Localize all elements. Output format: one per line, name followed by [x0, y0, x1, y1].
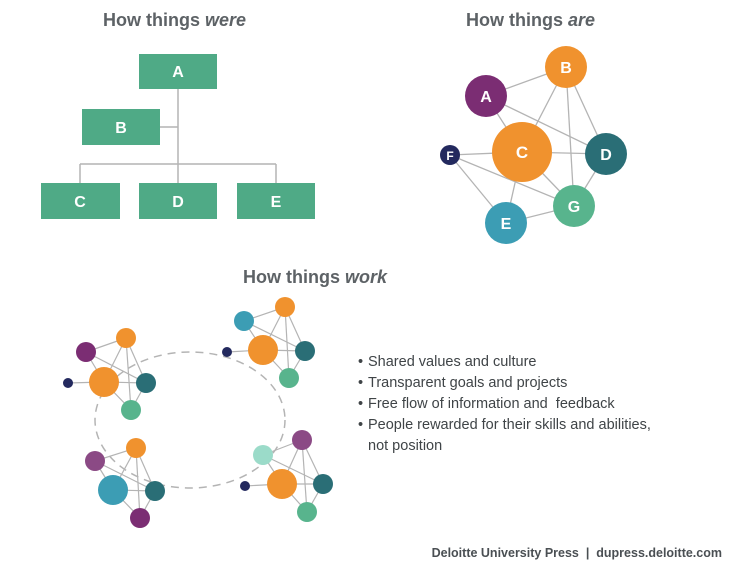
cluster-node-purple-light — [85, 451, 105, 471]
network-node-f: F — [440, 145, 460, 165]
network-node-d: D — [585, 133, 627, 175]
cluster-node-teal — [295, 341, 315, 361]
cluster-node-navy — [63, 378, 73, 388]
cluster-node-orange-large — [89, 367, 119, 397]
svg-text:A: A — [172, 64, 184, 81]
principles-list: •Shared values and culture •Transparent … — [358, 352, 651, 457]
cluster-node-green — [121, 400, 141, 420]
network-node-a: A — [465, 75, 507, 117]
cluster-node-orange-small — [275, 297, 295, 317]
cluster-node-blue-large — [98, 475, 128, 505]
list-item: •Free flow of information and feedback — [358, 394, 651, 415]
list-item-continuation: not position — [368, 438, 443, 454]
heading-how-things-are: How things are — [466, 10, 596, 30]
cluster-node-navy — [222, 347, 232, 357]
svg-text:E: E — [271, 194, 282, 211]
network-graph: A B C D E F G — [440, 46, 627, 244]
svg-text:F: F — [446, 149, 453, 163]
org-box-a: A — [139, 54, 217, 89]
list-item: •Shared values and culture — [358, 352, 651, 373]
cluster-top-right — [222, 297, 315, 388]
cluster-top-left — [63, 328, 156, 420]
cluster-node-teal — [136, 373, 156, 393]
cluster-node-orange-large — [267, 469, 297, 499]
svg-text:D: D — [600, 147, 612, 164]
bullet-icon: • — [358, 354, 364, 370]
svg-text:B: B — [115, 120, 127, 137]
cluster-node-purple — [130, 508, 150, 528]
list-item: •People rewarded for their skills and ab… — [358, 415, 651, 436]
cluster-node-purple-light — [292, 430, 312, 450]
network-node-g: G — [553, 185, 595, 227]
cluster-node-green — [279, 368, 299, 388]
svg-text:C: C — [516, 143, 528, 162]
cluster-bottom-left — [85, 438, 165, 528]
cluster-node-mint — [253, 445, 273, 465]
svg-text:G: G — [568, 199, 580, 216]
cluster-node-teal — [313, 474, 333, 494]
bullet-icon: • — [358, 396, 364, 412]
dashed-ring — [94, 351, 286, 489]
bullet-icon: • — [358, 375, 364, 391]
svg-text:C: C — [74, 194, 86, 211]
org-chart-connectors — [79, 89, 277, 183]
cluster-node-green — [297, 502, 317, 522]
footer-credit: Deloitte University Press | dupress.delo… — [431, 546, 722, 560]
list-item: •Transparent goals and projects — [358, 373, 651, 394]
network-node-c: C — [492, 122, 552, 182]
org-box-d: D — [139, 183, 217, 219]
cluster-node-navy — [240, 481, 250, 491]
cluster-node-purple — [76, 342, 96, 362]
svg-text:A: A — [480, 89, 492, 106]
svg-text:E: E — [501, 216, 512, 233]
org-box-c: C — [41, 183, 120, 219]
network-node-e: E — [485, 202, 527, 244]
cluster-node-orange-small — [116, 328, 136, 348]
bullet-icon: • — [358, 417, 364, 433]
network-node-b: B — [545, 46, 587, 88]
org-box-e: E — [237, 183, 315, 219]
svg-text:D: D — [172, 194, 184, 211]
cluster-node-orange-large — [248, 335, 278, 365]
org-chart: A B C D E — [41, 54, 315, 219]
cluster-bottom-right — [240, 430, 333, 522]
heading-how-things-were: How things were — [103, 10, 247, 30]
work-clusters — [63, 297, 333, 528]
cluster-node-orange-small — [126, 438, 146, 458]
heading-how-things-work: How things work — [243, 267, 388, 287]
cluster-node-teal — [145, 481, 165, 501]
org-box-b: B — [82, 109, 160, 145]
cluster-node-blue — [234, 311, 254, 331]
svg-text:B: B — [560, 60, 572, 77]
